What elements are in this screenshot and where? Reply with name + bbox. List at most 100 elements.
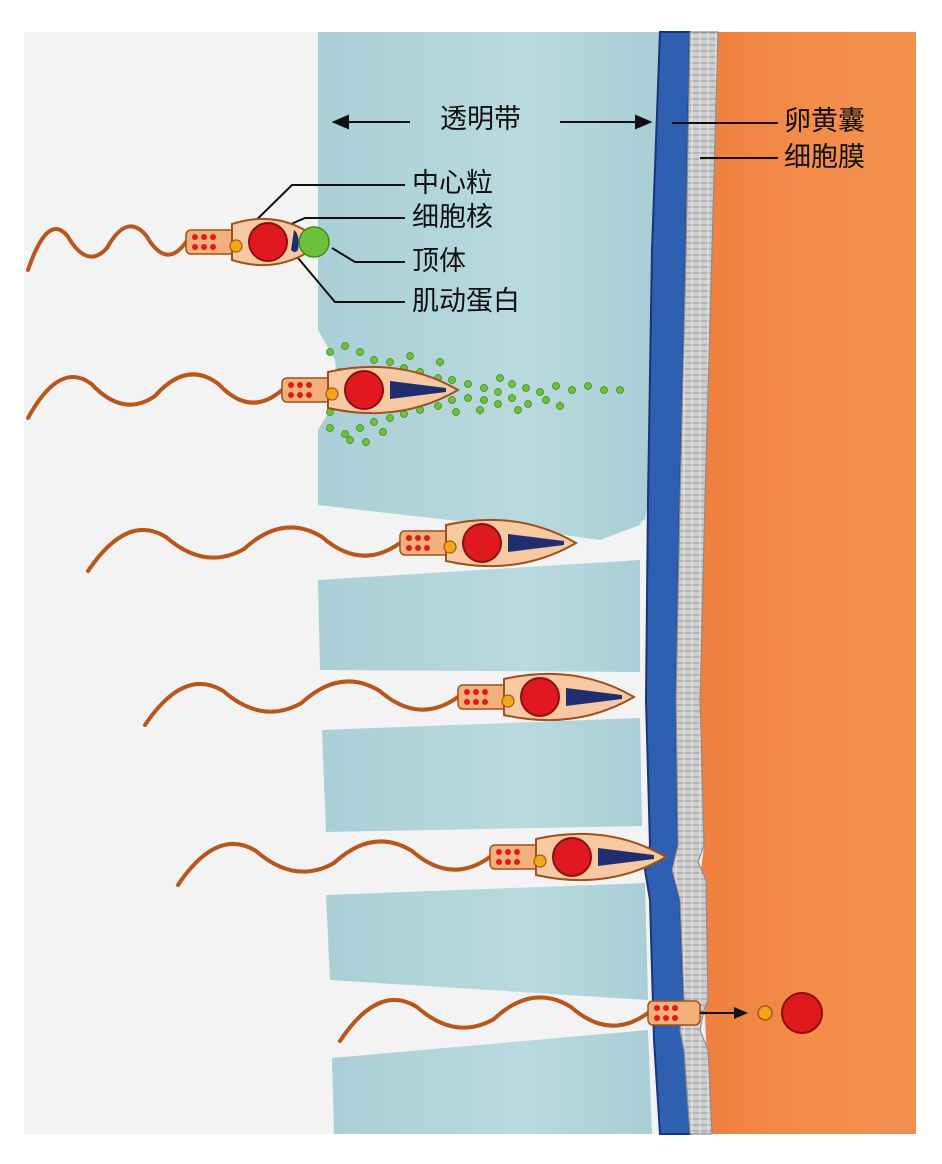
- enzyme-dot: [480, 384, 488, 392]
- mitochondrion: [672, 1005, 678, 1011]
- mitochondrion: [482, 689, 488, 695]
- mitochondrion: [415, 545, 421, 551]
- right-leader-lines: [672, 122, 778, 159]
- mitochondrion: [473, 689, 479, 695]
- actin: [291, 230, 299, 252]
- enzyme-dot: [524, 400, 532, 408]
- enzyme-dot: [508, 394, 516, 402]
- enzyme-dot: [370, 418, 378, 426]
- enzyme-dot: [616, 386, 624, 394]
- mitochondrion: [210, 244, 216, 250]
- enzyme-dot: [448, 396, 456, 404]
- enzyme-dot: [356, 424, 364, 432]
- zona-pellucida-label: 透明带: [440, 104, 521, 135]
- enzyme-dot: [341, 342, 349, 350]
- centriole: [325, 387, 339, 401]
- midpiece: [489, 844, 543, 870]
- mitochondrion: [406, 545, 412, 551]
- midpiece: [185, 229, 239, 255]
- mitochondrion: [654, 1005, 660, 1011]
- released-nucleus: [781, 992, 823, 1034]
- mitochondrion: [496, 849, 502, 855]
- mitochondrion: [415, 535, 421, 541]
- nucleus: [552, 837, 592, 877]
- egg-cytoplasm: [700, 32, 916, 1134]
- enzyme-dot: [464, 380, 472, 388]
- mitochondrion: [192, 234, 198, 240]
- mitochondrion: [424, 535, 430, 541]
- enzyme-dot: [326, 424, 334, 432]
- enzyme-dot: [568, 386, 576, 394]
- mitochondrion: [464, 699, 470, 705]
- released-centriole: [757, 1005, 773, 1021]
- enzyme-dot: [326, 348, 334, 356]
- enzyme-dot: [346, 436, 354, 444]
- mitochondrion: [201, 244, 207, 250]
- enzyme-dot: [464, 394, 472, 402]
- mitochondrion: [482, 699, 488, 705]
- enzyme-dot: [406, 352, 414, 360]
- sperm-1: [26, 217, 330, 272]
- sperm-tail: [143, 679, 460, 727]
- actin-filament: [566, 688, 622, 706]
- zona-span-arrows: [331, 114, 653, 130]
- enzyme-dot: [452, 408, 460, 416]
- mitochondrion: [288, 382, 294, 388]
- enzyme-dot: [556, 402, 564, 410]
- enzyme-dot: [494, 388, 502, 396]
- nucleus: [344, 370, 384, 410]
- centriole: [533, 854, 547, 868]
- mitochondrion: [514, 859, 520, 865]
- mitochondrion: [663, 1005, 669, 1011]
- enzyme-dot: [496, 374, 504, 382]
- enzyme-dot: [536, 388, 544, 396]
- actin-filament: [598, 848, 654, 866]
- centriole: [501, 694, 515, 708]
- mitochondrion: [473, 699, 479, 705]
- enzyme-dot: [476, 406, 484, 414]
- centriole: [443, 540, 457, 554]
- nucleus: [520, 677, 560, 717]
- mitochondrion: [288, 392, 294, 398]
- sperm-cells: [26, 217, 706, 1043]
- mitochondrion: [672, 1015, 678, 1021]
- acrosome: [298, 226, 330, 258]
- enzyme-dot: [508, 380, 516, 388]
- enzyme-dot: [494, 400, 502, 408]
- acrosome-label: 顶体: [412, 246, 466, 277]
- midpiece: [457, 684, 511, 710]
- sperm-2: [26, 365, 460, 420]
- actin-label: 肌动蛋白: [412, 286, 520, 317]
- mitochondrion: [654, 1015, 660, 1021]
- mitochondrion: [306, 392, 312, 398]
- mitochondrion: [406, 535, 412, 541]
- cell-membrane: [671, 31, 719, 1135]
- enzyme-dot: [386, 358, 394, 366]
- mitochondrion: [496, 859, 502, 865]
- mitochondrion: [192, 244, 198, 250]
- midpiece: [647, 1000, 701, 1026]
- sperm-tail: [86, 525, 402, 573]
- cell-membrane-label: 细胞膜: [784, 142, 865, 173]
- enzyme-dot: [362, 438, 370, 446]
- mitochondrion: [505, 849, 511, 855]
- mitochondrion: [464, 689, 470, 695]
- nucleus-label: 细胞核: [412, 202, 493, 233]
- enzyme-dot: [600, 386, 608, 394]
- actin-filament: [508, 534, 564, 552]
- enzyme-dot: [379, 428, 387, 436]
- midpiece: [281, 377, 335, 403]
- enzyme-dot: [341, 430, 349, 438]
- enzyme-dot: [480, 396, 488, 404]
- mitochondrion: [201, 234, 207, 240]
- nucleus: [462, 523, 502, 563]
- sperm-4: [143, 672, 636, 727]
- enzyme-dot: [448, 376, 456, 384]
- mitochondrion: [210, 234, 216, 240]
- sperm-tail: [338, 995, 650, 1043]
- mitochondrion: [663, 1015, 669, 1021]
- mitochondrion: [297, 392, 303, 398]
- enzyme-dot: [552, 382, 560, 390]
- enzyme-dot: [584, 382, 592, 390]
